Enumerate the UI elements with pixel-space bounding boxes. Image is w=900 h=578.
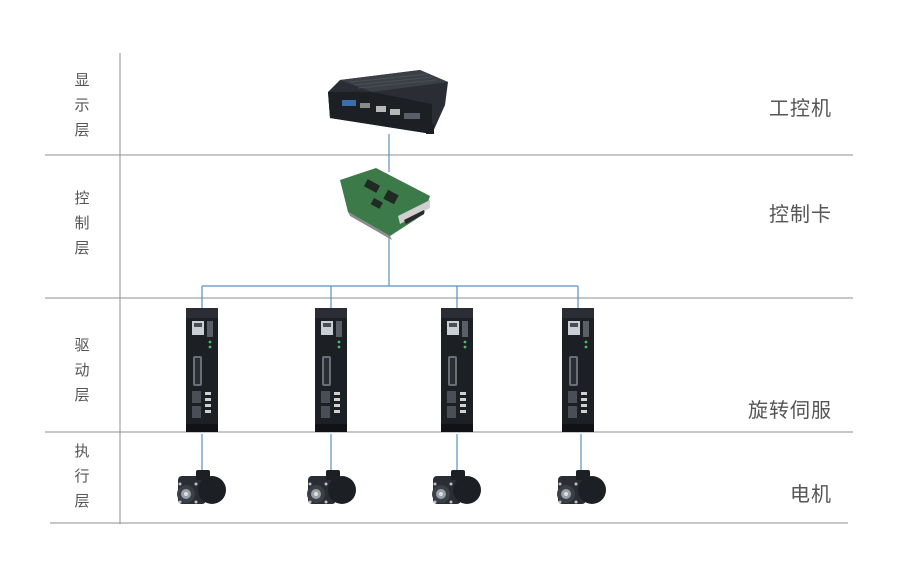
layer-label-control: 控 制 层 bbox=[62, 186, 102, 261]
device-label-servo: 旋转伺服 bbox=[748, 398, 832, 422]
device-label-card: 控制卡 bbox=[769, 202, 832, 226]
servo-motor-3-image bbox=[432, 470, 481, 504]
layer-char: 动 bbox=[74, 361, 90, 379]
servo-drive-3-image bbox=[441, 308, 473, 432]
layer-char: 行 bbox=[74, 467, 90, 485]
layer-char: 控 bbox=[74, 189, 90, 207]
connection-wires bbox=[201, 134, 582, 470]
layer-char: 层 bbox=[74, 239, 90, 257]
layer-label-display: 显 示 层 bbox=[62, 68, 102, 143]
layer-char: 驱 bbox=[74, 336, 90, 354]
layer-char: 层 bbox=[74, 121, 90, 139]
layer-char: 层 bbox=[74, 492, 90, 510]
layer-char: 执 bbox=[74, 442, 90, 460]
servo-drive-2-image bbox=[315, 308, 347, 432]
layer-char: 示 bbox=[74, 96, 90, 114]
layer-char: 层 bbox=[74, 386, 90, 404]
layer-label-drive: 驱 动 层 bbox=[62, 333, 102, 408]
motion-control-card-image bbox=[340, 168, 430, 240]
layer-label-execution: 执 行 层 bbox=[62, 439, 102, 514]
servo-drive-4-image bbox=[562, 308, 594, 432]
device-label-motor: 电机 bbox=[790, 482, 832, 506]
layer-char: 制 bbox=[74, 214, 90, 232]
layer-char: 显 bbox=[74, 71, 90, 89]
servo-motor-2-image bbox=[307, 470, 356, 504]
layer-grid bbox=[45, 53, 853, 524]
servo-motor-4-image bbox=[557, 470, 606, 504]
device-label-ipc: 工控机 bbox=[769, 96, 832, 120]
industrial-pc-image bbox=[328, 70, 448, 134]
servo-drive-1-image bbox=[186, 308, 218, 432]
servo-motor-1-image bbox=[177, 470, 226, 504]
